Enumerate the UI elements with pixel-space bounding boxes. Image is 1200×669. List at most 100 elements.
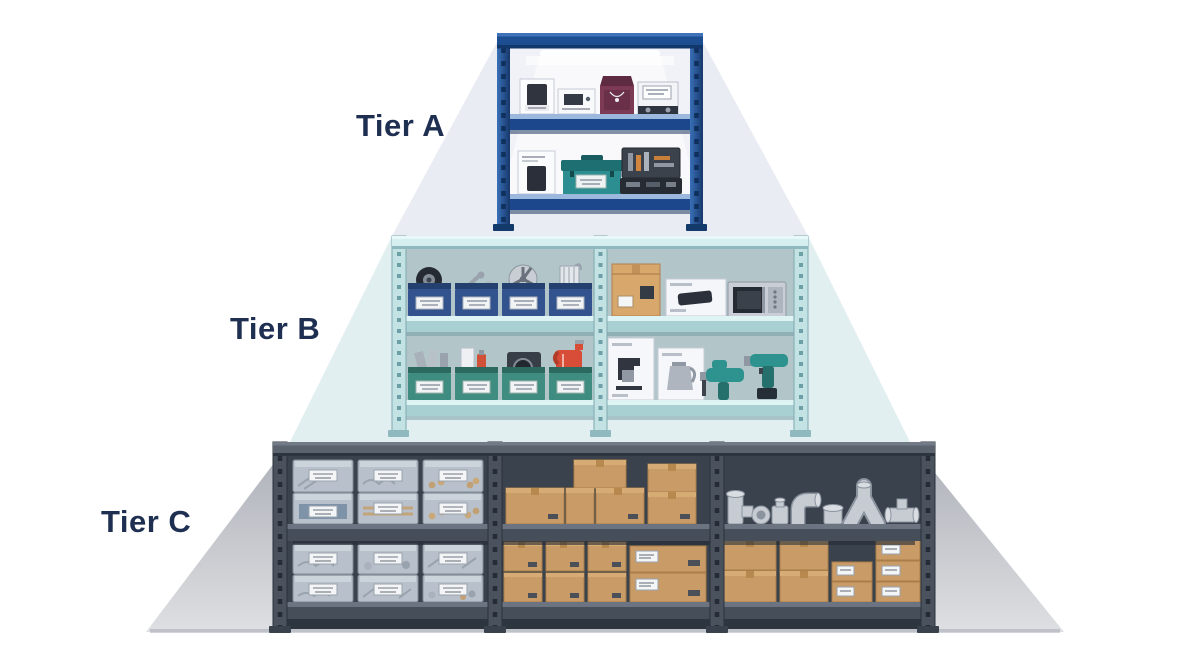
tier-c-top-beam-underside (273, 453, 935, 456)
tier-a-light-glow (526, 56, 674, 65)
coupler-fitting (751, 505, 771, 525)
open-tool-kit-case (620, 147, 682, 194)
clear-bin (422, 574, 484, 603)
watch-display-case (637, 81, 679, 115)
motor-oil-jug-bin (549, 340, 592, 400)
clear-bin (357, 492, 419, 525)
small-tee-fitting (822, 504, 844, 525)
tier-a-shelf-unit (493, 33, 707, 231)
tier-c-foot-3 (706, 626, 728, 633)
tier-c-bottom-board (287, 602, 921, 607)
tier-c-kick-space (287, 619, 921, 629)
clear-bin (422, 543, 484, 575)
tier-c-foot-4 (917, 626, 939, 633)
reducer-fitting (771, 497, 789, 525)
cardboard-box (723, 570, 777, 603)
jewelry-ring-box (600, 76, 634, 114)
tier-c-mid-board (287, 524, 921, 529)
clear-bin (357, 459, 419, 493)
cardboard-box (503, 541, 543, 572)
tire-bin (408, 267, 451, 316)
tier-a-top-beam (497, 33, 703, 48)
smartphone-box (519, 78, 555, 115)
clear-hardware-bins-upper (292, 459, 484, 525)
alloy-wheel-bin (502, 264, 545, 316)
electronics-box (665, 278, 727, 317)
rotary-hammer-drill (700, 360, 744, 400)
tier-c-shelf-unit (269, 441, 939, 633)
tier-a-bottom-shelf-shadow (505, 210, 697, 214)
handheld-console-box (557, 88, 596, 115)
cardboard-box (587, 541, 627, 572)
tier-a-right-foot (686, 224, 707, 231)
phone-retail-box (517, 150, 556, 195)
tier-c-label: Tier C (101, 504, 192, 539)
clear-bin (292, 492, 354, 525)
hand-tools-bin (455, 271, 498, 316)
clear-bin (357, 543, 419, 575)
teal-toolbox (561, 155, 623, 194)
labeled-flat-box (629, 545, 707, 573)
tee-fitting (884, 498, 920, 523)
labeled-flat-box (875, 581, 921, 603)
tier-c-mid-board-face (287, 529, 921, 541)
cardboard-box (503, 572, 543, 603)
tier-a-label: Tier A (356, 108, 446, 143)
tier-a-mid-shelf-shadow (505, 130, 697, 134)
tier-c-foot-2 (484, 626, 506, 633)
metal-fittings-bin (408, 349, 451, 400)
cardboard-box (587, 572, 627, 603)
cleaner-bottles-bin (455, 347, 498, 400)
pvc-pipe-fittings (726, 478, 920, 532)
tier-b-top-beam (392, 236, 808, 249)
tier-a-mid-shelf-face (499, 119, 701, 130)
cordless-drill (744, 354, 788, 399)
clear-hardware-bins-lower (292, 543, 484, 603)
tier-b-right-foot (790, 430, 811, 437)
labeled-flat-box (831, 581, 873, 603)
elbow-fitting (790, 492, 822, 524)
tier-b-top-beam-highlight (392, 236, 808, 239)
tier-a-top-beam-underside (497, 45, 703, 49)
tier-a-left-foot (493, 224, 514, 231)
electric-kettle-box (657, 347, 705, 401)
cardboard-box (573, 459, 627, 489)
y-fitting (842, 478, 886, 532)
coffee-maker-box (607, 337, 655, 401)
cardboard-box (647, 463, 697, 493)
cardboard-box (595, 487, 645, 525)
clear-bin (292, 574, 354, 603)
clear-bin (292, 543, 354, 575)
cardboard-box (565, 487, 595, 525)
clear-bin (422, 492, 484, 525)
air-filter-bin (549, 263, 592, 316)
clear-bin (357, 574, 419, 603)
microwave-oven (727, 281, 787, 319)
clear-bin (422, 459, 484, 493)
tier-a-top-beam-highlight (497, 33, 703, 37)
tier-c-mid-board-shadow (293, 541, 915, 545)
cardboard-box (545, 541, 585, 572)
tier-a-mid-shelf (499, 114, 701, 119)
labeled-flat-box (831, 561, 873, 582)
cardboard-box (779, 570, 829, 603)
clear-bin (292, 459, 354, 493)
shipping-box (611, 263, 661, 317)
tier-c-top-beam-highlight (273, 442, 935, 446)
cardboard-box (505, 487, 565, 525)
tier-b-shelf-unit (388, 235, 811, 437)
tier-c-foot-1 (269, 626, 291, 633)
tier-c-bottom-board-face (287, 607, 921, 619)
labeled-flat-box (629, 572, 707, 603)
tier-a-bottom-shelf (499, 194, 701, 199)
compressor-part-bin (502, 352, 545, 400)
labeled-flat-box (875, 560, 921, 582)
cardboard-box (647, 491, 697, 525)
tier-b-center-foot (590, 430, 611, 437)
tier-a-light-strip (540, 50, 660, 56)
tier-a-bottom-shelf-face (499, 199, 701, 210)
tier-b-left-foot (388, 430, 409, 437)
floor-shadow (150, 629, 1060, 633)
